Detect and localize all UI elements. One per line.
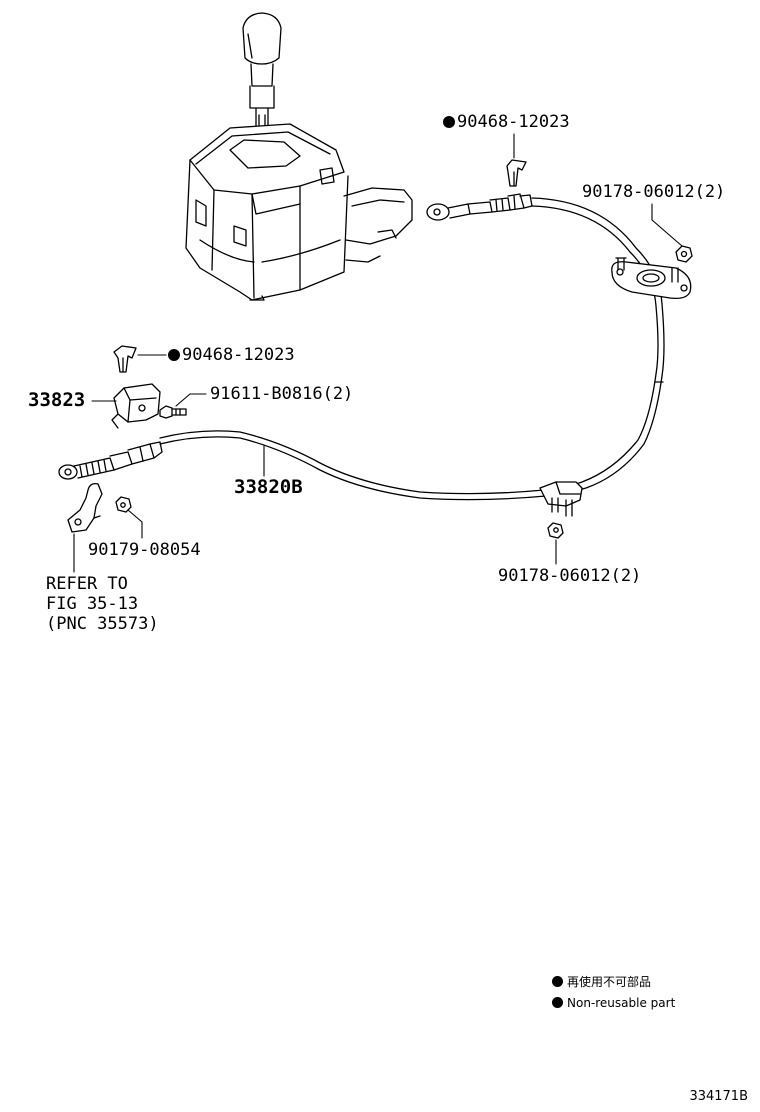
refer-note-line2: FIG 35-13 [46, 594, 139, 614]
legend-dot-icon [552, 997, 563, 1008]
cable-clamp-lower [539, 481, 583, 517]
cable-end-upper [426, 193, 533, 221]
shift-lever-assembly [185, 12, 413, 301]
refer-note-line1: REFER TO [46, 574, 128, 594]
part-number-bracket: 33823 [28, 389, 86, 411]
shift-control-cable [159, 197, 665, 501]
figure-id: 334171B [689, 1089, 748, 1104]
part-number-nut-bottom-right: 90178-06012(2) [498, 566, 642, 586]
retaining-clip-top [506, 159, 527, 187]
part-number-cable: 33820B [234, 476, 303, 498]
refer-note: REFER TO FIG 35-13 (PNC 35573) [46, 574, 159, 634]
mount-bracket-left [67, 482, 103, 533]
label-nut-bottom-right: 90178-06012(2) [498, 566, 641, 586]
non-reusable-dot-icon [168, 349, 180, 361]
leader-lines [73, 133, 683, 573]
non-reusable-dot-icon [443, 116, 455, 128]
label-bracket: 33823 [28, 390, 85, 410]
label-nut-top-right: 90178-06012(2) [582, 182, 725, 202]
cable-end-lower [58, 441, 163, 480]
label-clip-top: 90468-12023 [443, 112, 570, 132]
retaining-clip-left [113, 345, 137, 373]
label-clip-left: 90468-12023 [168, 345, 295, 365]
cable-bracket-upper [611, 257, 692, 300]
part-number-nut-top-right: 90178-06012(2) [582, 182, 726, 202]
label-nut-left: 90179-08054 [88, 540, 201, 560]
legend-jp: 再使用不可部品 [552, 974, 651, 990]
part-number-clip-left: 90468-12023 [182, 345, 295, 365]
hex-nut-left [115, 496, 132, 513]
label-cable: 33820B [234, 477, 303, 497]
label-bolt: 91611-B0816(2) [210, 384, 353, 404]
part-number-clip-top: 90468-12023 [457, 112, 570, 132]
bolt-91611 [159, 405, 187, 419]
hex-nut-bottom-right [547, 522, 564, 539]
cable-bracket-33823 [111, 383, 161, 429]
part-number-bolt: 91611-B0816(2) [210, 384, 354, 404]
part-number-nut-left: 90179-08054 [88, 540, 201, 560]
legend-text-jp: 再使用不可部品 [567, 975, 652, 989]
legend-text-en: Non-reusable part [567, 996, 676, 1010]
refer-note-line3: (PNC 35573) [46, 614, 159, 634]
hex-nut-top-right [675, 245, 693, 263]
legend-en: Non-reusable part [552, 995, 675, 1011]
legend-dot-icon [552, 976, 563, 987]
